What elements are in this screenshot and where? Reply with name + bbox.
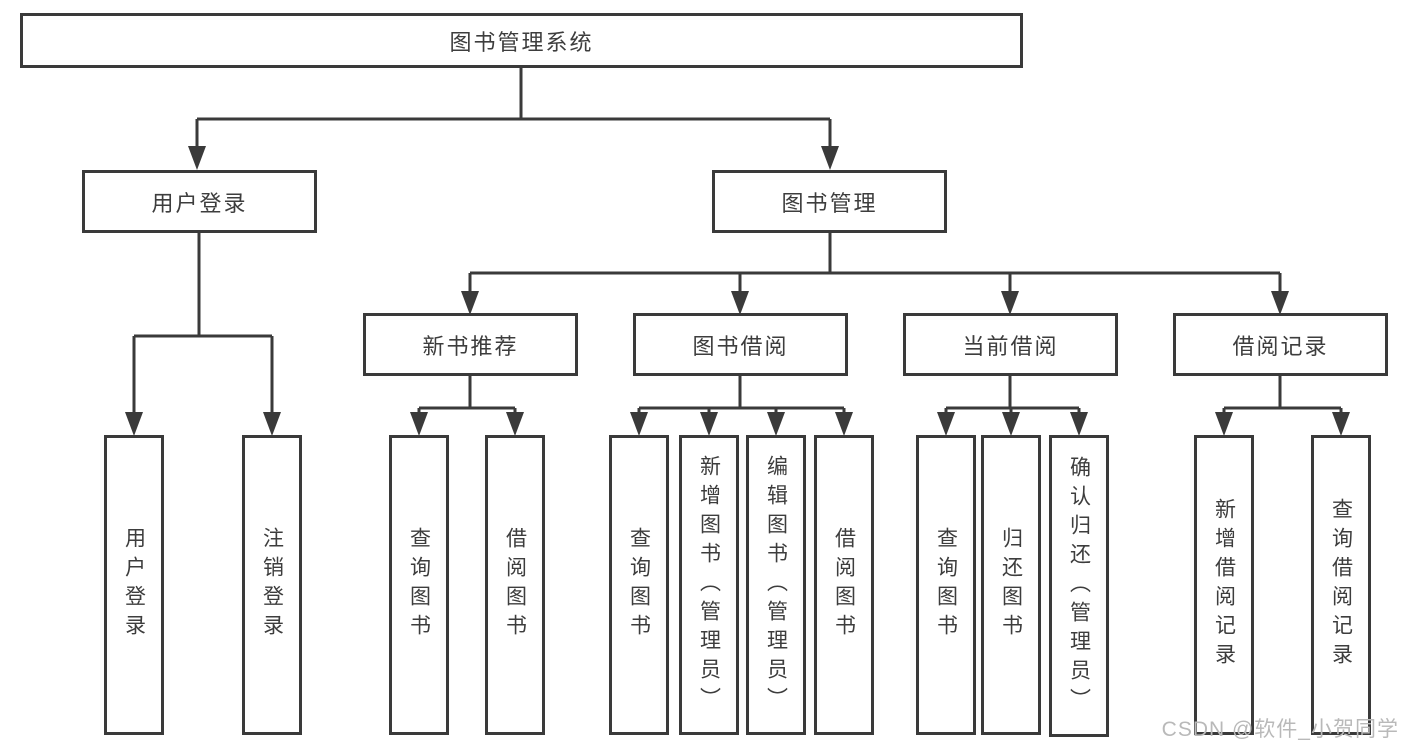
leaf-records-add: 新增借阅记录 [1194,435,1254,735]
leaf-current-query: 查询图书 [916,435,976,735]
leaf-current-confirm-admin: 确认归还（管理员） [1049,435,1109,737]
node-new-book-recommend: 新书推荐 [363,313,578,376]
node-user-login: 用户登录 [82,170,317,233]
leaf-borrow-borrow: 借阅图书 [814,435,874,735]
node-label: 归还图书 [999,527,1023,643]
node-label: 图书管理系统 [449,29,594,55]
leaf-borrow-query: 查询图书 [609,435,669,735]
node-book-management: 图书管理 [712,170,947,233]
node-label: 用户登录 [122,527,146,643]
leaf-user-login: 用户登录 [104,435,164,735]
csdn-watermark: CSDN @软件_小贺同学 [1161,718,1399,741]
node-label: 注销登录 [260,527,284,643]
arrow-down-heads [125,146,1350,436]
node-label: 借阅图书 [503,527,527,643]
node-label: 新增图书（管理员） [697,454,721,716]
node-label: 编辑图书（管理员） [764,454,788,716]
node-label: 查询图书 [407,527,431,643]
leaf-borrow-edit-admin: 编辑图书（管理员） [746,435,806,735]
node-label: 确认归还（管理员） [1067,455,1091,717]
node-borrow-records: 借阅记录 [1173,313,1388,376]
node-label: 图书管理 [781,190,878,216]
leaf-newbooks-query: 查询图书 [389,435,449,735]
node-label: 借阅记录 [1232,333,1329,359]
node-label: 用户登录 [151,190,248,216]
node-label: 图书借阅 [692,333,789,359]
node-label: 查询图书 [934,527,958,643]
leaf-current-return: 归还图书 [981,435,1041,735]
leaf-logout: 注销登录 [242,435,302,735]
node-label: 新书推荐 [422,333,519,359]
node-label: 新增借阅记录 [1212,498,1236,672]
node-label: 查询图书 [627,527,651,643]
leaf-newbooks-borrow: 借阅图书 [485,435,545,735]
node-current-borrow: 当前借阅 [903,313,1118,376]
leaf-borrow-add-admin: 新增图书（管理员） [679,435,739,735]
node-library-management-system: 图书管理系统 [20,13,1023,68]
node-label: 当前借阅 [962,333,1059,359]
node-label: 借阅图书 [832,527,856,643]
leaf-records-query: 查询借阅记录 [1311,435,1371,735]
node-book-borrow: 图书借阅 [633,313,848,376]
node-label: 查询借阅记录 [1329,498,1353,672]
